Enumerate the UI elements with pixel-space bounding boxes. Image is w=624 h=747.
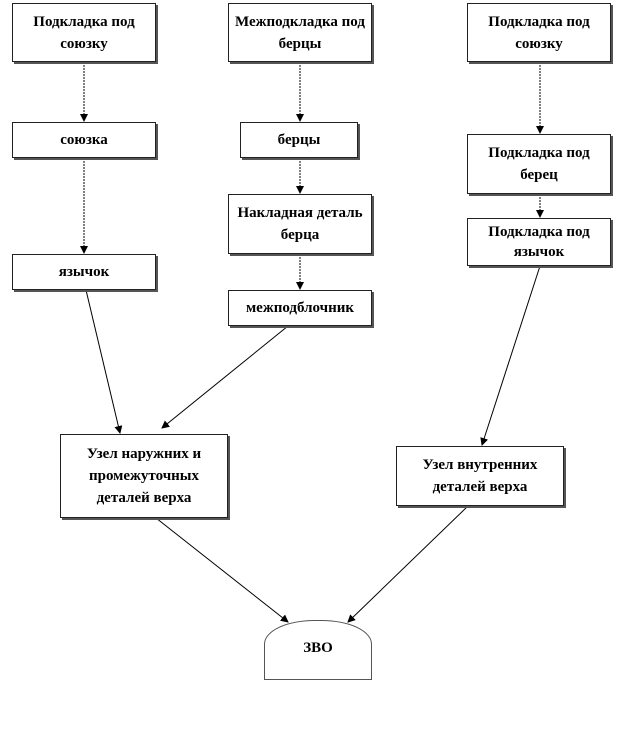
node-podkladka-berets: Подкладка под берец bbox=[467, 134, 611, 194]
arrow-n12-n13 bbox=[347, 505, 469, 623]
node-bertsy: берцы bbox=[240, 122, 358, 158]
arrow-n10-n11 bbox=[161, 325, 289, 429]
node-nakladnaya-detal: Накладная деталь берца bbox=[228, 194, 372, 254]
node-podkladka-soyuzka-right: Подкладка под союзку bbox=[467, 3, 611, 62]
node-uzel-vnutrennikh: Узел внутренних деталей верха bbox=[396, 446, 564, 506]
node-mezhpodblochnik: межподблочник bbox=[228, 290, 372, 326]
arrow-n9-n11 bbox=[85, 289, 123, 434]
node-mezhpodkladka-bertsy: Межподкладка под берцы bbox=[228, 3, 372, 62]
arrow-n8-n12 bbox=[480, 265, 541, 446]
arrow-n11-n13 bbox=[155, 517, 289, 623]
node-podkladka-soyuzka-left: Подкладка под союзку bbox=[12, 3, 156, 62]
node-podkladka-yazychok: Подкладка под язычок bbox=[467, 218, 611, 266]
node-soyuzka: союзка bbox=[12, 122, 156, 158]
node-uzel-naruzhnykh: Узел наружних и промежуточных деталей ве… bbox=[60, 434, 228, 518]
node-yazychok: язычок bbox=[12, 254, 156, 290]
node-zvo: ЗВО bbox=[264, 620, 372, 680]
